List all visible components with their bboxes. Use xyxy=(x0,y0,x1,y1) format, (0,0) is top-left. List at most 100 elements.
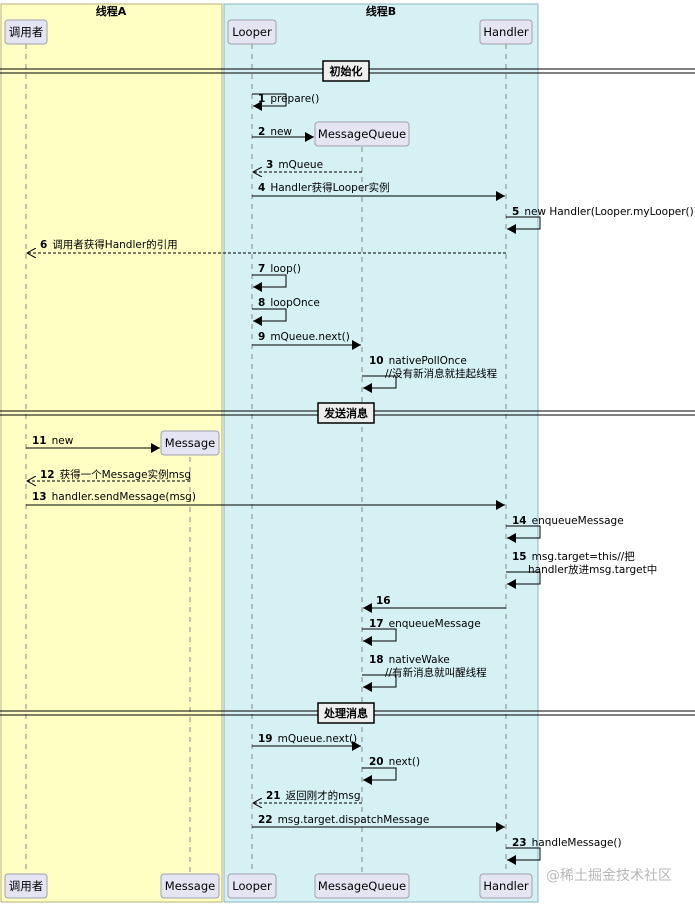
participant-message-created-label: Message xyxy=(165,436,215,450)
participant-handler-bottom-box xyxy=(479,873,533,899)
message-2-text-line: new xyxy=(270,126,292,138)
participant-caller-top-box xyxy=(4,19,48,45)
message-23: 23 handleMessage() xyxy=(506,837,622,865)
message-18-text-line: nativeWake xyxy=(389,654,450,666)
message-19: 19 mQueue.next() xyxy=(252,733,361,751)
message-8-arrow xyxy=(252,308,287,326)
message-11: 11 new xyxy=(26,435,160,453)
message-5-label: 5 new Handler(Looper.myLooper()) xyxy=(512,206,695,218)
message-1-text-line: prepare() xyxy=(270,93,319,105)
divider-process-label: 处理消息 xyxy=(323,706,368,720)
message-7-arrow xyxy=(252,274,287,292)
participant-handler-top-label: Handler xyxy=(483,25,529,39)
message-22-number: 22 xyxy=(258,814,273,826)
message-22-text-line: msg.target.dispatchMessage xyxy=(278,814,430,826)
message-20-text-line: next() xyxy=(389,756,420,768)
message-4-label: 4 Handler获得Looper实例 xyxy=(258,181,390,194)
message-18-text-line: //有新消息就叫醒线程 xyxy=(385,666,487,679)
message-5: 5 new Handler(Looper.myLooper()) xyxy=(506,206,695,234)
message-4-text-line: Handler获得Looper实例 xyxy=(270,181,389,194)
message-11-text-line: new xyxy=(52,435,74,447)
message-9-text-line: mQueue.next() xyxy=(270,331,350,343)
message-21-number: 21 xyxy=(266,790,281,802)
message-1-number: 1 xyxy=(258,93,265,105)
message-10-arrow xyxy=(362,375,397,393)
participant-message-queue-bottom-label: MessageQueue xyxy=(318,879,406,893)
message-23-arrow xyxy=(506,847,541,865)
message-13-text-line: handler.sendMessage(msg) xyxy=(52,491,196,503)
message-1-arrow xyxy=(252,93,287,111)
message-8-text-line: loopOnce xyxy=(270,297,320,309)
message-20-number: 20 xyxy=(369,756,384,768)
message-16-label: 16 xyxy=(376,595,391,607)
message-10-number: 10 xyxy=(369,355,384,367)
thread-b-label: 线程B xyxy=(366,4,396,18)
message-23-text-line: handleMessage() xyxy=(532,837,622,849)
message-5-arrow xyxy=(506,216,541,234)
message-4-number: 4 xyxy=(258,182,265,194)
thread-b-box xyxy=(223,3,539,903)
participant-caller-top-label: 调用者 xyxy=(9,25,44,39)
message-5-number: 5 xyxy=(512,206,519,218)
participant-looper-bottom-label: Looper xyxy=(232,879,272,893)
message-12-text-line: 获得一个Message实例msg xyxy=(60,468,191,481)
message-17-text-line: enqueueMessage xyxy=(389,618,481,630)
message-20: 20 next() xyxy=(362,756,420,785)
participant-caller-bottom-label: 调用者 xyxy=(9,879,44,893)
watermark-text: @稀土掘金技术社区 xyxy=(546,868,672,884)
message-6-text-line: 调用者获得Handler的引用 xyxy=(52,238,177,251)
message-14-arrow xyxy=(506,525,541,543)
message-10-text-line: nativePollOnce xyxy=(389,355,467,367)
message-19-label: 19 mQueue.next() xyxy=(258,733,357,745)
participant-handler-top-box xyxy=(479,19,533,45)
message-19-text-line: mQueue.next() xyxy=(278,733,358,745)
participant-looper-bottom-box xyxy=(227,873,277,899)
participant-message-queue-bottom-box xyxy=(314,873,410,899)
message-7-text-line: loop() xyxy=(270,263,301,275)
message-5-text-line: new Handler(Looper.myLooper()) xyxy=(524,206,695,218)
message-20-arrow xyxy=(362,767,397,785)
message-3-text-line: mQueue xyxy=(278,159,323,171)
participant-caller-bottom-box xyxy=(4,873,48,899)
divider-send-label-box xyxy=(317,402,375,424)
message-23-number: 23 xyxy=(512,837,527,849)
message-23-label: 23 handleMessage() xyxy=(512,837,622,849)
message-20-label: 20 next() xyxy=(369,756,420,768)
message-17-arrow xyxy=(362,628,397,646)
participant-looper-top-label: Looper xyxy=(232,25,272,39)
message-16: 16 xyxy=(363,595,506,613)
participant-message-queue-created-box xyxy=(314,121,410,147)
message-15-number: 15 xyxy=(512,551,527,563)
message-16-number: 16 xyxy=(376,595,391,607)
message-22-label: 22 msg.target.dispatchMessage xyxy=(258,814,429,826)
message-1: 1 prepare() xyxy=(252,93,319,111)
participant-message-queue-created-label: MessageQueue xyxy=(318,127,406,141)
message-14-text-line: enqueueMessage xyxy=(532,515,624,527)
message-11-number: 11 xyxy=(32,435,47,447)
message-19-number: 19 xyxy=(258,733,273,745)
message-1-label: 1 prepare() xyxy=(258,93,319,105)
participant-looper-top-box xyxy=(227,19,277,45)
message-11-label: 11 new xyxy=(32,435,74,447)
message-15-text-line: handler放进msg.target中 xyxy=(528,563,657,576)
